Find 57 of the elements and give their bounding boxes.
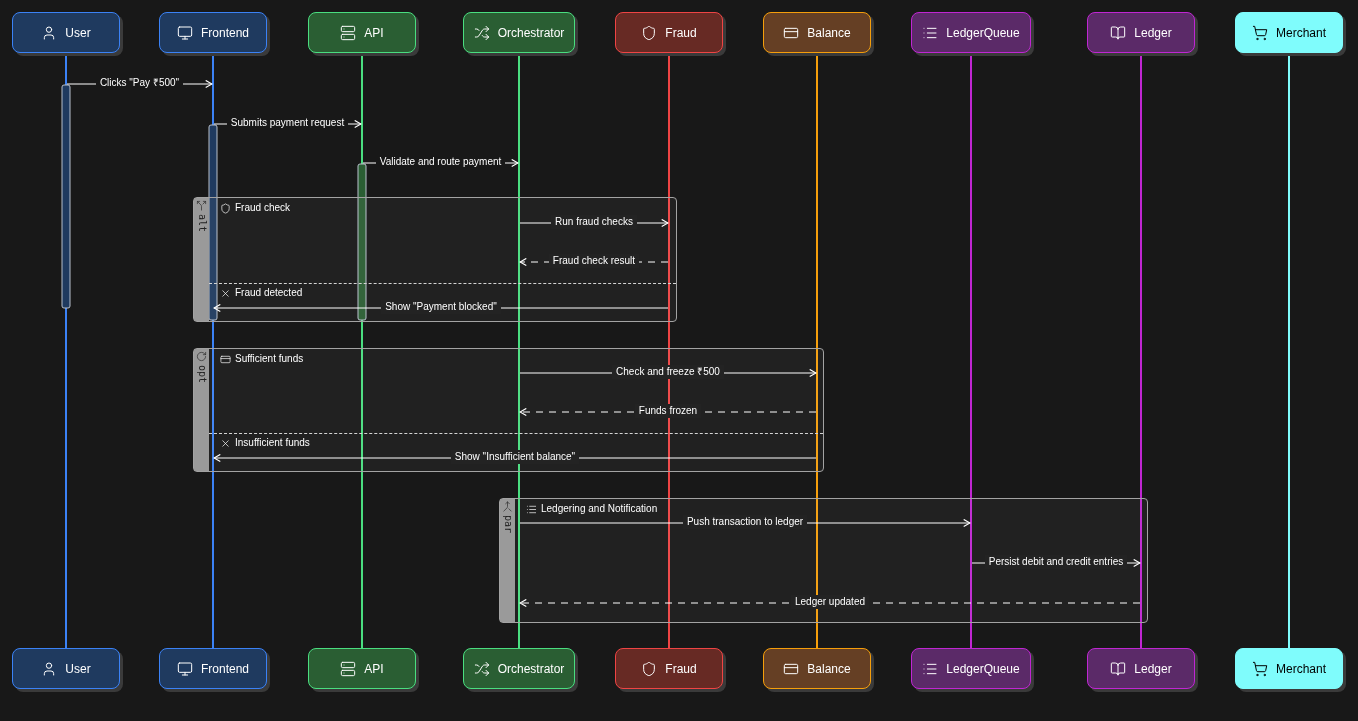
- message-label: Submits payment request: [226, 116, 349, 130]
- message-label: Show "Insufficient balance": [450, 450, 580, 464]
- message-label: Show "Payment blocked": [381, 300, 501, 314]
- lifeline: [1140, 53, 1142, 648]
- fragment-title: Fraud check: [235, 201, 291, 215]
- participant-box: [308, 12, 416, 53]
- participant-name: Merchant: [1276, 660, 1326, 678]
- message-label: Check and freeze ₹500: [612, 365, 724, 379]
- lifeline: [518, 53, 520, 648]
- lifeline: [970, 53, 972, 648]
- participant-name: Ledger: [1134, 660, 1172, 678]
- participant-name: LedgerQueue: [946, 24, 1020, 42]
- participant-name: Frontend: [201, 24, 249, 42]
- participant-name: Orchestrator: [497, 660, 565, 678]
- participant-box: [763, 12, 871, 53]
- message-arrow: [519, 598, 1141, 608]
- participant-box: [1087, 648, 1195, 689]
- participant-box: [1235, 648, 1343, 689]
- participant-box: [12, 12, 120, 53]
- participant-box: [911, 648, 1031, 689]
- fragment-title: Sufficient funds: [235, 352, 304, 366]
- participant-box: [308, 648, 416, 689]
- participant-box: [159, 648, 267, 689]
- participant-box: [1087, 12, 1195, 53]
- participant-name: API: [364, 24, 384, 42]
- message-label: Push transaction to ledger: [682, 515, 808, 529]
- participant-name: API: [364, 660, 384, 678]
- fragment-condition: Insufficient funds: [235, 436, 310, 450]
- participant-box: [12, 648, 120, 689]
- participant-box: [463, 12, 575, 53]
- participant-box: [615, 648, 723, 689]
- participant-box: [1235, 12, 1343, 53]
- fragment-operator: alt: [195, 214, 208, 233]
- participant-name: User: [65, 660, 91, 678]
- participant-name: Orchestrator: [497, 24, 565, 42]
- participant-name: LedgerQueue: [946, 660, 1020, 678]
- lifeline: [668, 53, 670, 648]
- fragment-condition: Fraud detected: [235, 286, 303, 300]
- participant-name: User: [65, 24, 91, 42]
- message-label: Clicks "Pay ₹500": [95, 76, 184, 90]
- participant-name: Balance: [807, 24, 851, 42]
- participant-box: [615, 12, 723, 53]
- participant-box: [911, 12, 1031, 53]
- fragment-title: Ledgering and Notification: [541, 502, 658, 516]
- participant-box: [159, 12, 267, 53]
- participant-name: Ledger: [1134, 24, 1172, 42]
- participant-name: Fraud: [665, 660, 697, 678]
- participant-box: [763, 648, 871, 689]
- participant-box: [463, 648, 575, 689]
- participant-name: Merchant: [1276, 24, 1326, 42]
- fragment-operator: par: [501, 515, 514, 534]
- message-label: Validate and route payment: [375, 155, 506, 169]
- participant-name: Fraud: [665, 24, 697, 42]
- lifeline: [816, 53, 818, 648]
- participant-name: Balance: [807, 660, 851, 678]
- participant-name: Frontend: [201, 660, 249, 678]
- lifeline: [1288, 53, 1290, 648]
